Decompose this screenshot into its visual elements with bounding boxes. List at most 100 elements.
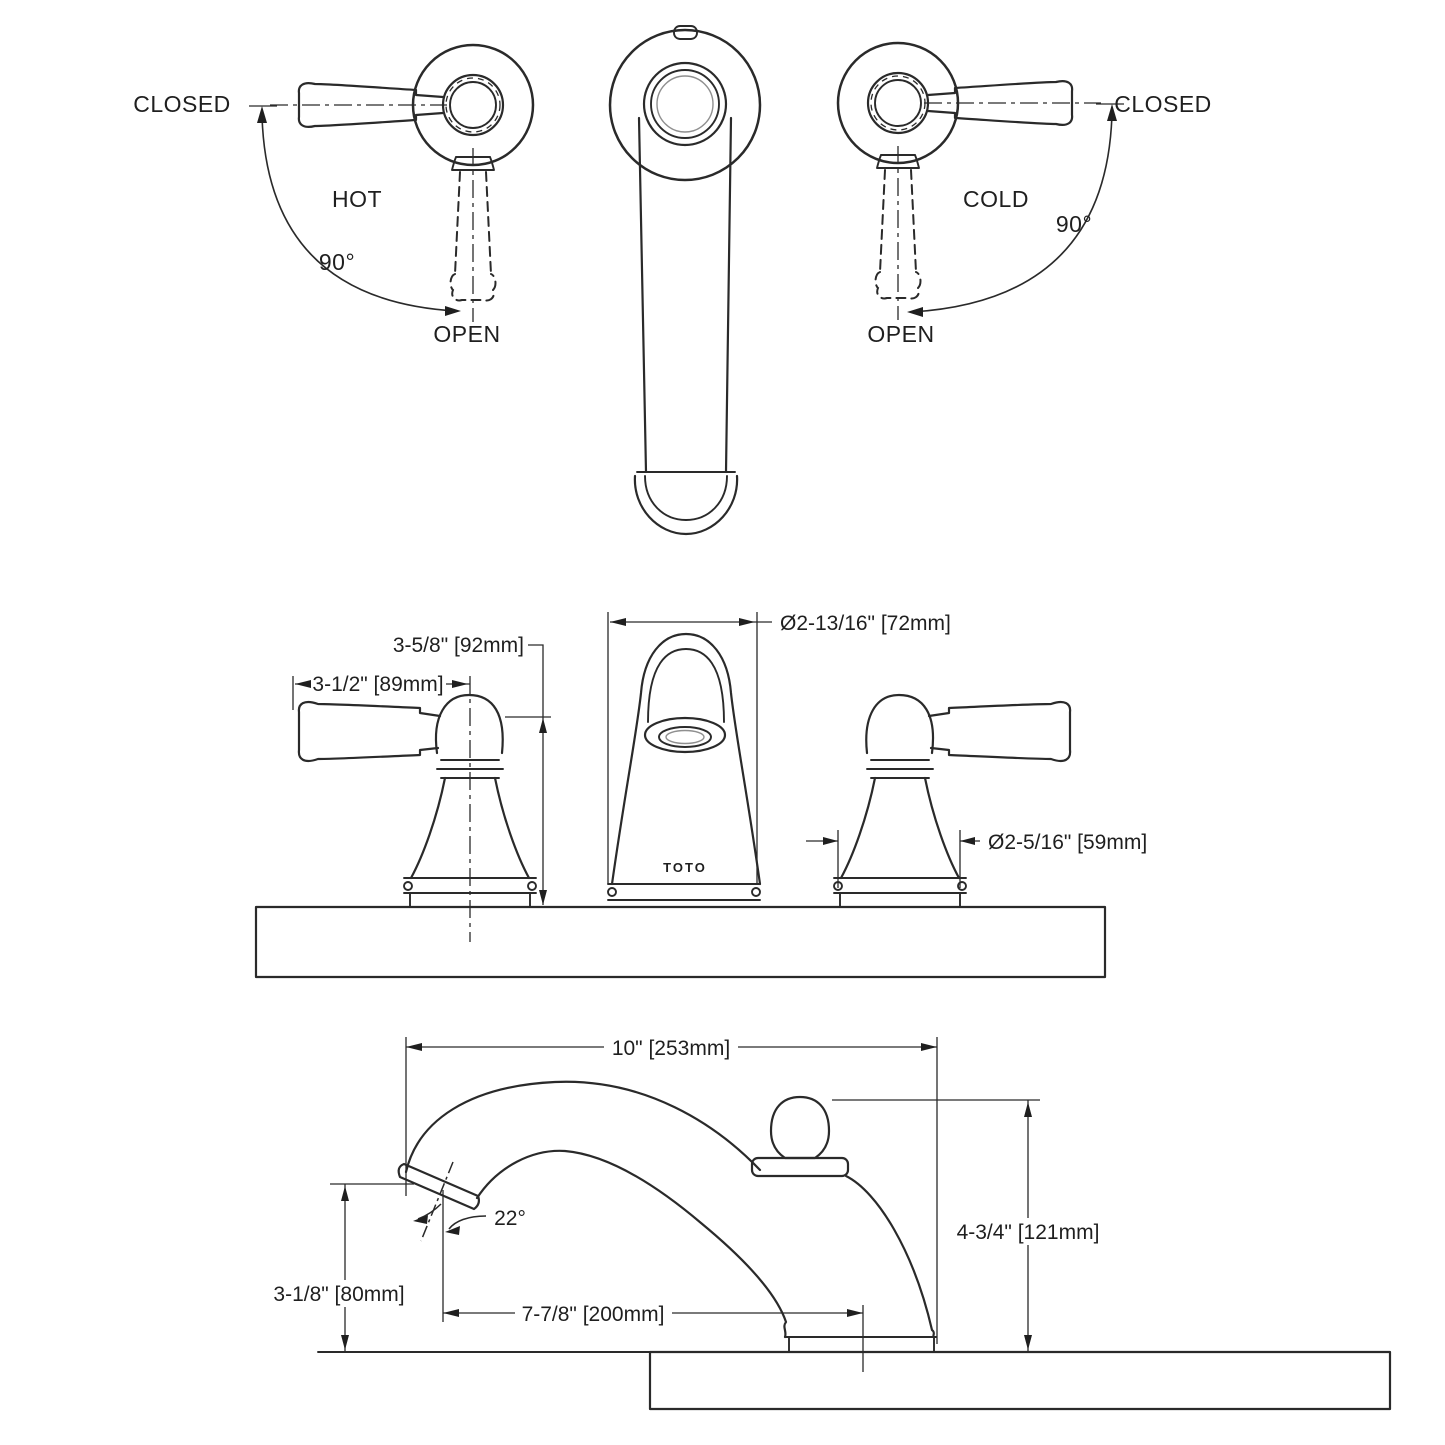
plan-right-handle: CLOSED COLD 90° OPEN [836,41,1212,347]
angle-label: 90° [1056,211,1092,237]
arrowhead-up [1024,1102,1032,1117]
front-spout: TOTO [607,612,762,901]
brand-logo: TOTO [663,860,707,875]
dim-lever-length: 3-1/2" [89mm] [312,673,443,696]
handle-skirt [839,776,961,880]
arrowhead-right [452,680,468,688]
handle-collar [866,759,934,779]
lever-closed [297,82,445,128]
dim-text-bg [270,1280,409,1307]
dim-overall-length: 10" [253mm] [612,1037,730,1060]
valve-ring-inner [874,79,922,127]
dim-text-bg [604,1034,738,1061]
handle-ball [434,693,504,755]
arrowhead-down [341,1335,349,1350]
side-handle [750,1095,936,1339]
plan-spout [608,25,762,536]
dim-line [405,1037,938,1344]
dim-text-bg [515,1300,672,1327]
hidden-ring [870,75,926,131]
aerator-ring-inner [665,729,705,745]
arrowhead [413,1215,428,1224]
dim-line [330,1183,414,1352]
front-right-handle [833,693,1072,908]
base-bead-right [527,881,537,891]
side-dimensions: 10" [253mm] 4-3/4" [121mm] 3-1/8" [80mm]… [270,1034,1099,1372]
closed-label: CLOSED [1114,91,1212,117]
dim-spout-diameter: Ø2-13/16" [72mm] [780,612,951,635]
arrowhead-right [823,837,838,845]
arrowhead-left [610,618,626,626]
rotation-arc [261,114,457,312]
side-view: 10" [253mm] 4-3/4" [121mm] 3-1/8" [80mm]… [270,1034,1392,1411]
arrowhead-right [739,618,755,626]
base-bead-right [957,881,967,891]
outlet-axis-line [420,1161,454,1242]
spout-upper-outline [404,1080,762,1174]
handle-base [833,877,967,908]
dim-handle-diameter: Ø2-5/16" [59mm] [988,831,1147,854]
handle-skirt-edge [844,1174,936,1339]
front-dimensions: 3-1/2" [89mm] 3-5/8" [92mm] Ø2-13/16" [7… [292,612,1147,905]
dim-handle-height: 3-5/8" [92mm] [393,634,524,657]
aerator-mid [650,69,720,139]
dim-text-bg [958,1218,1099,1245]
aerator-inner [656,75,714,133]
spout-tube [637,116,733,474]
leader-line [448,1215,487,1230]
knob [769,1095,831,1160]
front-left-handle [297,676,537,942]
closed-label: CLOSED [133,91,231,117]
lever [297,700,442,763]
side-spout [397,1080,937,1353]
spout-tip-flange [397,1162,480,1211]
base-bead-right [751,887,761,897]
valve-ring-outer [866,71,930,135]
arrowhead-right [921,1043,937,1051]
spout-tip-inner [644,475,728,521]
arrowhead-up [1107,104,1117,121]
knob-collar [750,1156,850,1178]
rotation-arc [911,112,1113,313]
deck-plate [254,905,1107,979]
dim-line [505,644,551,905]
spout-escutcheon [608,28,762,182]
arrowhead-up [539,718,547,733]
arrowhead-up [341,1186,349,1201]
handle-ball [865,693,935,755]
open-label: OPEN [867,321,934,347]
dim-reach: 7-7/8" [200mm] [522,1303,665,1326]
spout-lower-outline [475,1149,788,1339]
arrowhead-down [1024,1335,1032,1350]
arrowhead-right [847,1309,863,1317]
spout-body [610,632,762,886]
valve-ring-inner [449,81,497,129]
arrowhead [445,1226,460,1235]
base-bead-left [403,881,413,891]
dim-outlet-height: 3-1/8" [80mm] [273,1283,404,1306]
angle-arc [417,1203,442,1220]
lever-closed [926,80,1074,126]
aerator-ring-outer [643,716,727,754]
aerator-ring-mid [658,726,712,748]
dim-angle: 22° [494,1207,526,1230]
arrowhead-left [960,837,975,845]
spout-base-band [784,1336,937,1353]
dim-overall-height: 4-3/4" [121mm] [957,1221,1100,1244]
front-view: TOTO 3-1/2" [89mm] 3-5/8" [92mm] [254,612,1147,979]
lever [927,700,1072,763]
arrowhead-left [295,680,311,688]
arrowhead-left [907,307,923,317]
spout-horn-inner [647,648,725,723]
angle-label: 90° [319,249,355,275]
valve-ring-outer [441,73,505,137]
arrowhead-up [257,106,267,123]
spout-base-band [607,883,761,901]
spout-tip-outer [633,474,739,536]
open-label: OPEN [433,321,500,347]
aerator-outer [642,61,728,147]
dim-text-bg [310,670,446,696]
plan-view: CLOSED HOT 90° OPEN [133,25,1212,536]
